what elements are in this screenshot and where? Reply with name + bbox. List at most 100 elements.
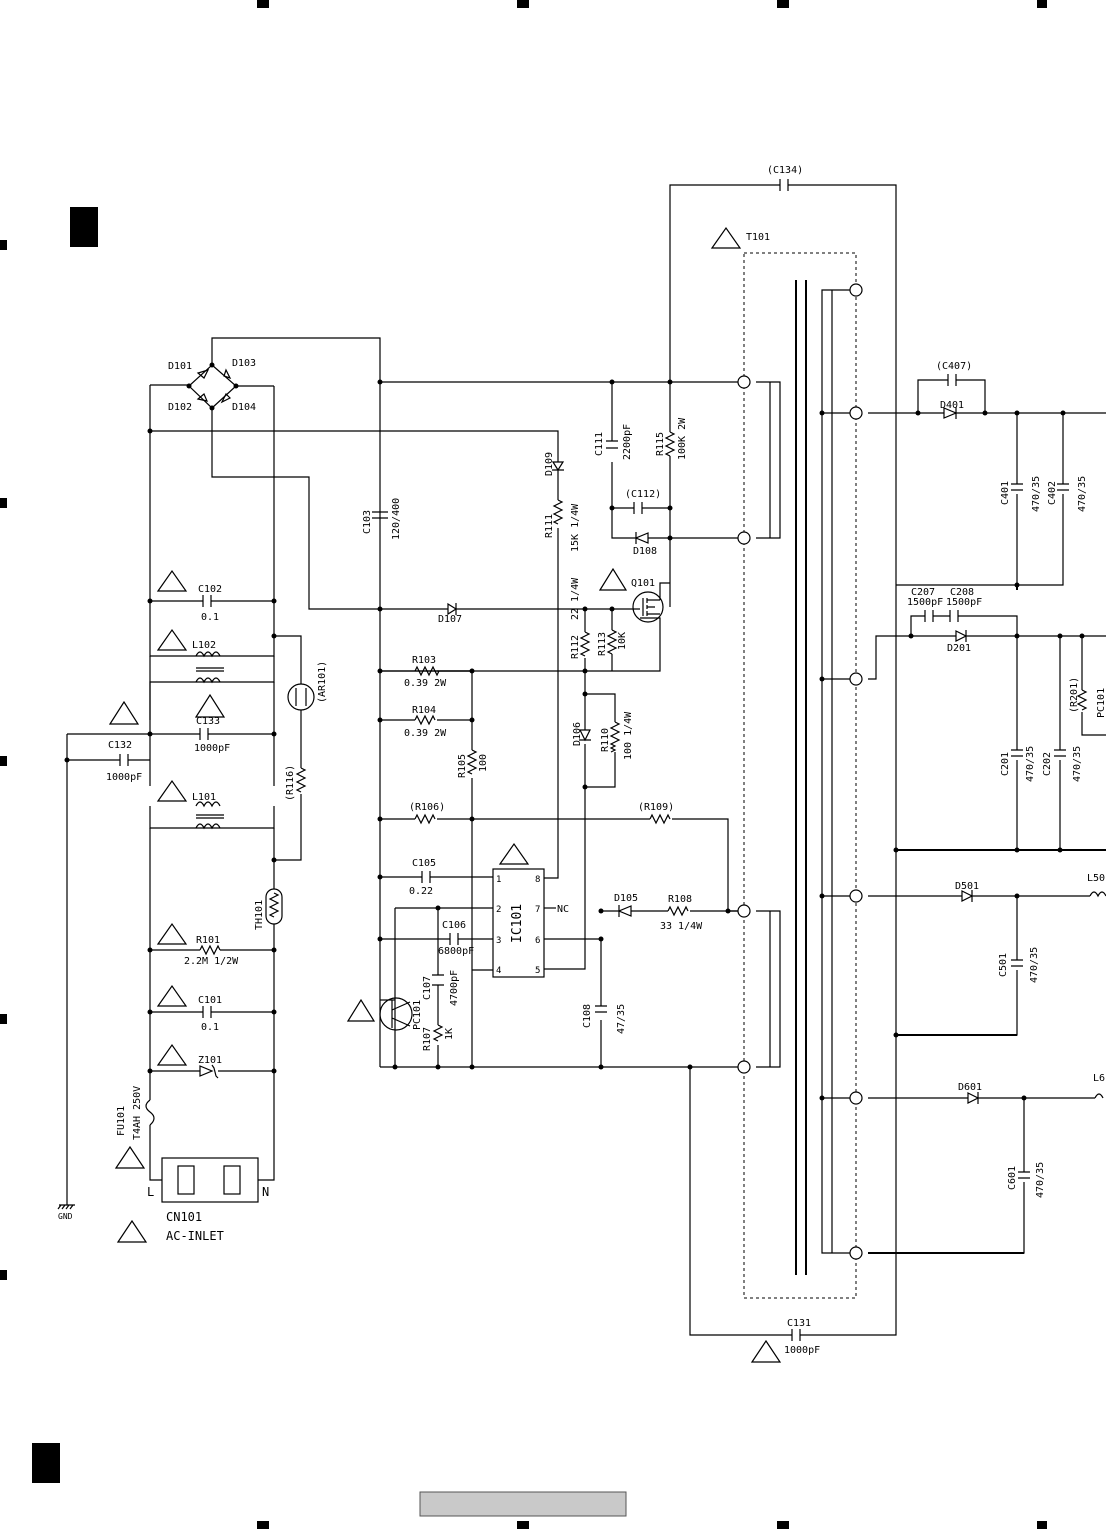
label-r111: R111: [544, 514, 555, 538]
warning-icon: [498, 842, 530, 865]
label-d103: D103: [232, 358, 256, 369]
warning-icon: [598, 567, 628, 591]
label-c133v: 1000pF: [194, 743, 230, 754]
label-r115v: 100K 2W: [677, 417, 688, 460]
label-l50: L50: [1087, 873, 1105, 884]
transformer-boundary: [743, 252, 857, 1299]
label-r116: (R116): [285, 765, 296, 801]
label-pc101: PC101: [412, 1000, 423, 1030]
connector-n-label: N: [262, 1185, 269, 1199]
ic-pin-7: 7: [535, 905, 540, 915]
label-r106: (R106): [409, 802, 445, 813]
label-c207v: 1500pF: [907, 597, 943, 608]
label-c402v: 470/35: [1077, 476, 1088, 512]
label-c132: C132: [108, 740, 132, 751]
label-c131v: 1000pF: [784, 1345, 820, 1356]
label-c134: (C134): [767, 165, 803, 176]
label-c112: (C112): [625, 489, 661, 500]
label-r103v: 0.39 2W: [404, 678, 447, 689]
label-d105: D105: [614, 893, 638, 904]
label-r113v: 10K: [617, 632, 628, 650]
capacitor-symbols: [119, 179, 1069, 1341]
junction-dots: [64, 362, 1085, 1101]
ic-pin-4: 4: [496, 966, 501, 976]
label-c401: C401: [1000, 481, 1011, 505]
label-c201: C201: [1000, 752, 1011, 776]
label-d108: D108: [633, 546, 657, 557]
label-r105: R105: [457, 754, 468, 778]
ground-symbol: [57, 1204, 75, 1210]
label-c401v: 470/35: [1031, 476, 1042, 512]
ic-pin-3: 3: [496, 936, 501, 946]
label-fu101v: T4AH 250V: [132, 1086, 143, 1140]
label-c102: C102: [198, 584, 222, 595]
label-q101: Q101: [631, 578, 655, 589]
warning-icon: [156, 569, 188, 592]
label-c208: C208: [950, 587, 974, 598]
label-c202v: 470/35: [1072, 746, 1083, 782]
label-r113: R113: [597, 632, 608, 656]
label-r112: R112: [570, 635, 581, 659]
label-r108: R108: [668, 894, 692, 905]
label-c132v: 1000pF: [106, 772, 142, 783]
label-th101: TH101: [254, 900, 265, 930]
label-l6: L6: [1093, 1073, 1105, 1084]
label-r105v: 100: [478, 754, 489, 772]
ic-ref-label: IC101: [510, 904, 525, 943]
ic-nc-label: NC: [557, 904, 569, 915]
label-r201: (R201): [1069, 677, 1080, 713]
label-c103: C103: [362, 510, 373, 534]
label-fu101: FU101: [116, 1106, 127, 1136]
label-r115: R115: [655, 432, 666, 456]
label-r101: R101: [196, 935, 220, 946]
warning-icon: [156, 984, 188, 1007]
label-c208v: 1500pF: [946, 597, 982, 608]
warning-icon: [710, 226, 742, 249]
ic-pin-5: 5: [535, 966, 540, 976]
label-c101v: 0.1: [201, 1022, 219, 1033]
ic-pin-6: 6: [535, 936, 540, 946]
label-c111: C111: [594, 432, 605, 456]
thermistor-th101: [265, 888, 283, 925]
label-c103v: 120/400: [391, 498, 402, 540]
label-d501: D501: [955, 881, 979, 892]
label-d201: D201: [947, 643, 971, 654]
label-l101: L101: [192, 792, 216, 803]
label-pc101b: PC101: [1096, 688, 1106, 718]
label-z101: Z101: [198, 1055, 222, 1066]
label-d109: D109: [544, 452, 555, 476]
registration-marks: [0, 0, 1047, 1529]
label-c131: C131: [787, 1318, 811, 1329]
label-ar101: (AR101): [317, 661, 328, 703]
warning-icon: [156, 779, 188, 802]
ic-pin-8: 8: [535, 875, 540, 885]
label-d102: D102: [168, 402, 192, 413]
page-number-box: [419, 1491, 627, 1517]
warning-icons: [108, 226, 782, 1363]
label-c133: C133: [196, 716, 220, 727]
wires: [66, 184, 1106, 1336]
label-d104: D104: [232, 402, 256, 413]
label-d101: D101: [168, 361, 192, 372]
connector-l-label: L: [147, 1185, 154, 1199]
label-r109: (R109): [638, 802, 674, 813]
label-d601: D601: [958, 1082, 982, 1093]
connector-ref-label: CN101: [166, 1210, 202, 1224]
label-l102: L102: [192, 640, 216, 651]
inductor-coils: [195, 651, 1106, 1099]
label-r112v: 22 1/4W: [570, 577, 581, 620]
gnd-label: GND: [58, 1212, 73, 1221]
label-c601: C601: [1007, 1166, 1018, 1190]
warning-icon: [156, 1043, 188, 1066]
label-r107v: 1K: [444, 1028, 455, 1040]
fuse-fu101: [145, 1099, 155, 1126]
warning-icon: [750, 1339, 782, 1363]
photocoupler-pc101: [379, 997, 413, 1031]
mosfet-q101: [632, 591, 664, 623]
label-c102v: 0.1: [201, 612, 219, 623]
warning-icon: [156, 628, 188, 651]
label-r104v: 0.39 2W: [404, 728, 447, 739]
label-c105: C105: [412, 858, 436, 869]
